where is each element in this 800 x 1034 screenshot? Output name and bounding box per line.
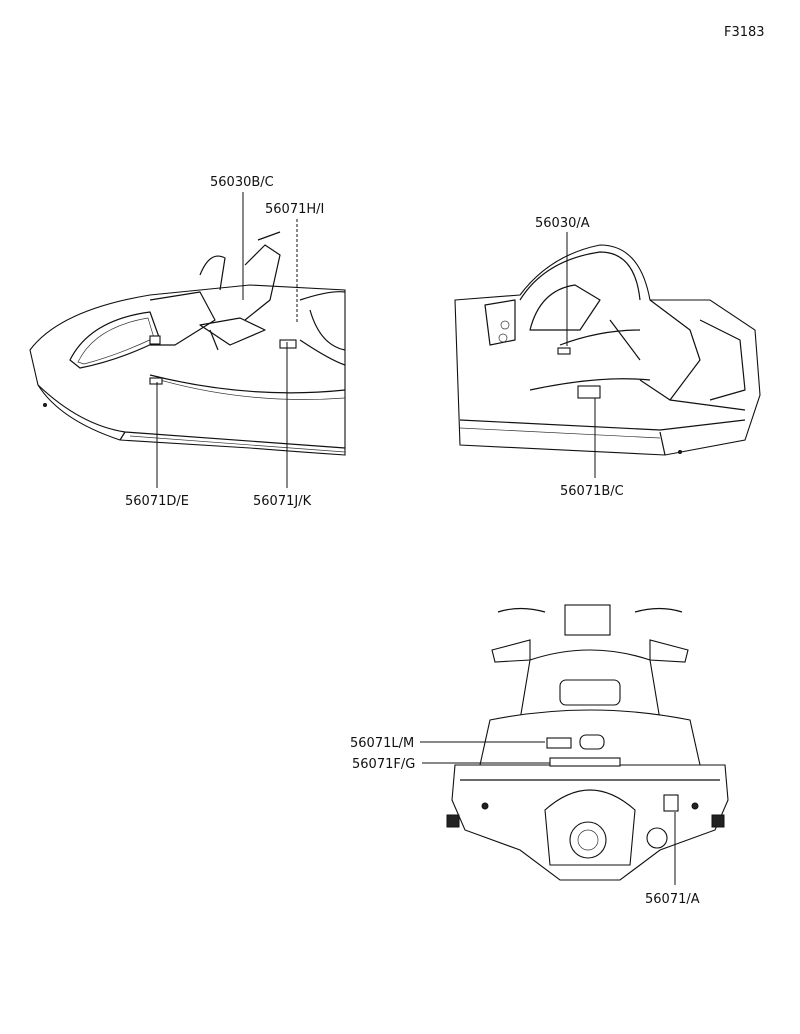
watercraft-rear-drawing bbox=[446, 604, 729, 881]
callout-56030-A: 56030/A bbox=[535, 216, 590, 231]
callout-56071J-K: 56071J/K bbox=[253, 494, 312, 509]
callout-56071H-I: 56071H/I bbox=[265, 202, 324, 217]
callout-56071-A: 56071/A bbox=[645, 892, 700, 907]
watercraft-front-left-drawing bbox=[29, 231, 346, 456]
callout-56071B-C: 56071B/C bbox=[560, 484, 624, 499]
callout-56071D-E: 56071D/E bbox=[125, 494, 189, 509]
watercraft-rear-right-drawing bbox=[454, 244, 761, 456]
callout-56030B-C: 56030B/C bbox=[210, 175, 274, 190]
figure-code: F3183 bbox=[724, 25, 765, 40]
callout-56071F-G: 56071F/G bbox=[352, 757, 415, 772]
callout-56071L-M: 56071L/M bbox=[350, 736, 414, 751]
